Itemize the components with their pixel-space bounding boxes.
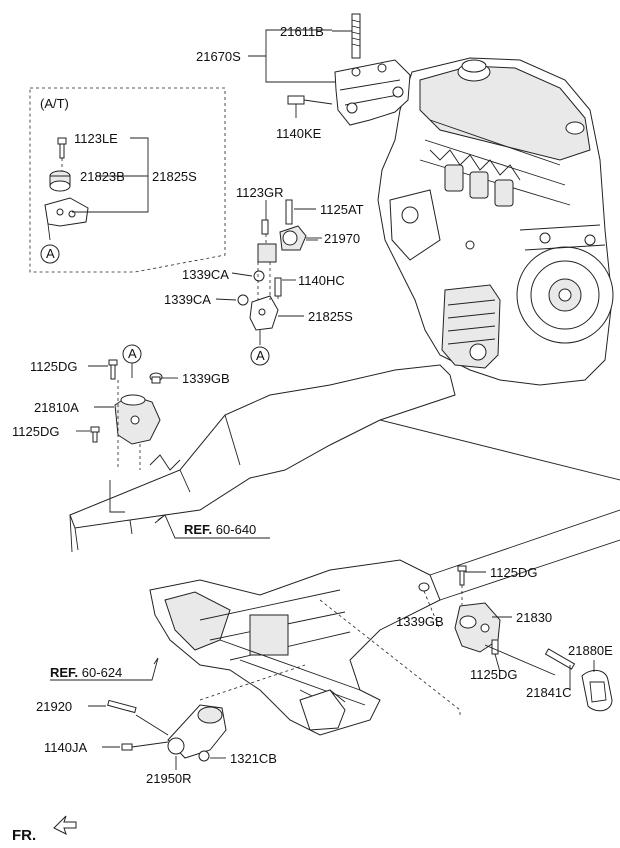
sub-frame — [149, 509, 620, 736]
label-1125dg-1: 1125DG — [30, 359, 77, 374]
label-a-at: A — [46, 246, 55, 261]
label-21880e: 21880E — [568, 643, 613, 658]
label-21830: 21830 — [516, 610, 552, 625]
label-21825s-at: 21825S — [152, 169, 197, 184]
label-21611b: 21611B — [280, 24, 324, 39]
ref-60-640-number: 60-640 — [216, 522, 256, 537]
label-1125at: 1125AT — [320, 202, 364, 217]
roll-rod-21950r — [107, 699, 227, 762]
label-21670s: 21670S — [196, 49, 241, 64]
label-21841c: 21841C — [526, 685, 572, 700]
mount-21970 — [237, 199, 318, 366]
leader-lines — [50, 29, 595, 770]
ref-60-640-prefix: REF. — [184, 522, 212, 537]
label-21823b: 21823B — [80, 169, 125, 184]
label-1339gb-2: 1339GB — [396, 614, 444, 629]
ref-60-624-prefix: REF. — [50, 665, 78, 680]
label-1339gb-1: 1339GB — [182, 371, 230, 386]
label-front: FR. — [12, 827, 36, 844]
ref-60-624: REF. 60-624 — [50, 665, 122, 680]
label-21920: 21920 — [36, 699, 72, 714]
label-1339ca-1: 1339CA — [182, 267, 229, 282]
label-1123gr: 1123GR — [236, 185, 283, 200]
front-arrow-icon — [53, 815, 77, 835]
label-1125dg-4: 1125DG — [470, 667, 517, 682]
at-detail-box — [29, 87, 226, 273]
mount-21830 — [418, 565, 613, 712]
side-rail — [69, 364, 620, 553]
mount-21810a — [90, 344, 163, 470]
label-1339ca-2: 1339CA — [164, 292, 211, 307]
label-1140ke: 1140KE — [276, 126, 322, 141]
label-1125dg-3: 1125DG — [490, 565, 537, 580]
engine-assembly — [377, 57, 614, 386]
ref-60-640: REF. 60-640 — [184, 522, 256, 537]
label-21970: 21970 — [324, 231, 360, 246]
label-a-left: A — [128, 346, 137, 361]
label-21825s: 21825S — [308, 309, 353, 324]
label-1125dg-2: 1125DG — [12, 424, 59, 439]
label-a-mid: A — [256, 348, 265, 363]
label-at: (A/T) — [40, 96, 69, 111]
engine-bracket-21670s — [287, 13, 411, 126]
label-21950r: 21950R — [146, 771, 192, 786]
label-1140ja: 1140JA — [44, 740, 87, 755]
ref-60-624-number: 60-624 — [82, 665, 122, 680]
label-1123le: 1123LE — [74, 131, 118, 146]
label-1321cb: 1321CB — [230, 751, 277, 766]
label-21810a: 21810A — [34, 400, 79, 415]
label-1140hc: 1140HC — [298, 273, 345, 288]
